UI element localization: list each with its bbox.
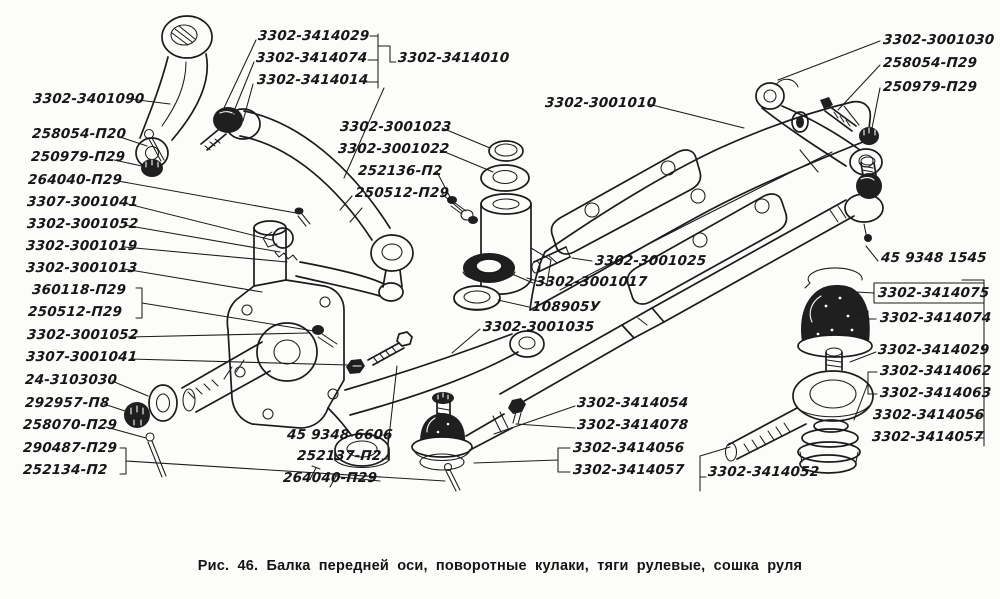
part-label: 3302-3414074 bbox=[255, 50, 368, 66]
part-label: 3302-3414063 bbox=[879, 385, 992, 401]
part-label: 252137-П2 bbox=[296, 448, 383, 464]
part-label: 3302-3414010 bbox=[397, 50, 510, 66]
part-label: 250979-П29 bbox=[30, 149, 126, 165]
steering-knuckle bbox=[181, 220, 413, 488]
tie-rod-end-left bbox=[411, 392, 526, 492]
part-label: 3302-3001030 bbox=[882, 32, 995, 48]
part-label: 3302-3414056 bbox=[572, 440, 685, 456]
part-label: 258054-П20 bbox=[31, 126, 127, 142]
part-label: 3302-3414074 bbox=[879, 310, 992, 326]
part-label: 258070-П29 bbox=[22, 417, 118, 433]
kingpin-rings bbox=[480, 140, 530, 192]
part-label: 3302-3414052 bbox=[707, 464, 820, 480]
part-label: 3307-3001041 bbox=[26, 194, 139, 210]
part-label: 3302-3414014 bbox=[256, 72, 369, 88]
part-label: 3302-3001017 bbox=[535, 274, 648, 290]
part-label: 250512-П29 bbox=[354, 185, 450, 201]
part-label: 290487-П29 bbox=[22, 440, 118, 456]
part-label: 3302-3001052 bbox=[26, 327, 139, 343]
part-label: 3302-3414078 bbox=[576, 417, 689, 433]
part-label: 3302-3001019 bbox=[25, 238, 138, 254]
part-label: 3302-3001013 bbox=[25, 260, 138, 276]
part-label: 252136-П2 bbox=[357, 163, 444, 179]
part-label: 264040-П29 bbox=[27, 172, 123, 188]
tie-rod-end-right bbox=[844, 156, 884, 242]
part-label: 108905У bbox=[531, 299, 601, 315]
part-label: 3302-3414029 bbox=[257, 28, 370, 44]
part-label: 3302-3001025 bbox=[594, 253, 707, 269]
part-label: 250979-П29 bbox=[882, 79, 978, 95]
part-label: 3302-3001052 bbox=[26, 216, 139, 232]
part-label: 3302-3414057 bbox=[572, 462, 685, 478]
part-label: 3302-3414075 bbox=[877, 285, 990, 301]
part-label: 3302-3414056 bbox=[872, 407, 985, 423]
part-label: 3302-3001035 bbox=[482, 319, 595, 335]
part-label: 252134-П2 bbox=[22, 462, 109, 478]
part-label: 24-3103030 bbox=[24, 372, 118, 388]
part-label: 3307-3001041 bbox=[25, 349, 138, 365]
pitman-arm bbox=[135, 15, 213, 169]
knuckle-arm-upper bbox=[295, 261, 404, 302]
part-label: 3302-3001022 bbox=[337, 141, 450, 157]
part-label: 292957-П8 bbox=[24, 395, 111, 411]
knuckle-arm-lower bbox=[344, 330, 545, 416]
tie-rod-transverse bbox=[499, 199, 855, 409]
tie-rod-left bbox=[239, 110, 414, 288]
part-label: 258054-П29 bbox=[882, 55, 978, 71]
kingpin-bearing bbox=[453, 253, 516, 311]
pitman-ball-joint bbox=[141, 107, 261, 177]
kingpin bbox=[531, 246, 571, 274]
part-label: 3302-3414057 bbox=[871, 429, 984, 445]
part-label: 250512-П29 bbox=[27, 304, 123, 320]
figure-caption: Рис. 46. Балка передней оси, поворотные … bbox=[197, 558, 803, 574]
part-label: 360118-П29 bbox=[31, 282, 127, 298]
part-label: 45 9348 1545 bbox=[880, 250, 988, 266]
spindle-fasteners bbox=[124, 384, 178, 478]
leader-lines bbox=[103, 33, 985, 492]
part-label: 3302-3401090 bbox=[32, 91, 145, 107]
part-label: 45 9348 6606 bbox=[286, 427, 394, 443]
part-label: 3302-3001010 bbox=[544, 95, 657, 111]
axle-beam bbox=[480, 100, 872, 311]
boss-fasteners bbox=[447, 196, 478, 224]
part-label: 3302-3414029 bbox=[877, 342, 990, 358]
part-label: 3302-3414062 bbox=[879, 363, 992, 379]
tie-rod-end-exploded bbox=[724, 267, 874, 474]
part-label: 264040-П29 bbox=[282, 470, 378, 486]
part-label: 3302-3414054 bbox=[576, 395, 689, 411]
part-label: 3302-3001023 bbox=[339, 119, 452, 135]
